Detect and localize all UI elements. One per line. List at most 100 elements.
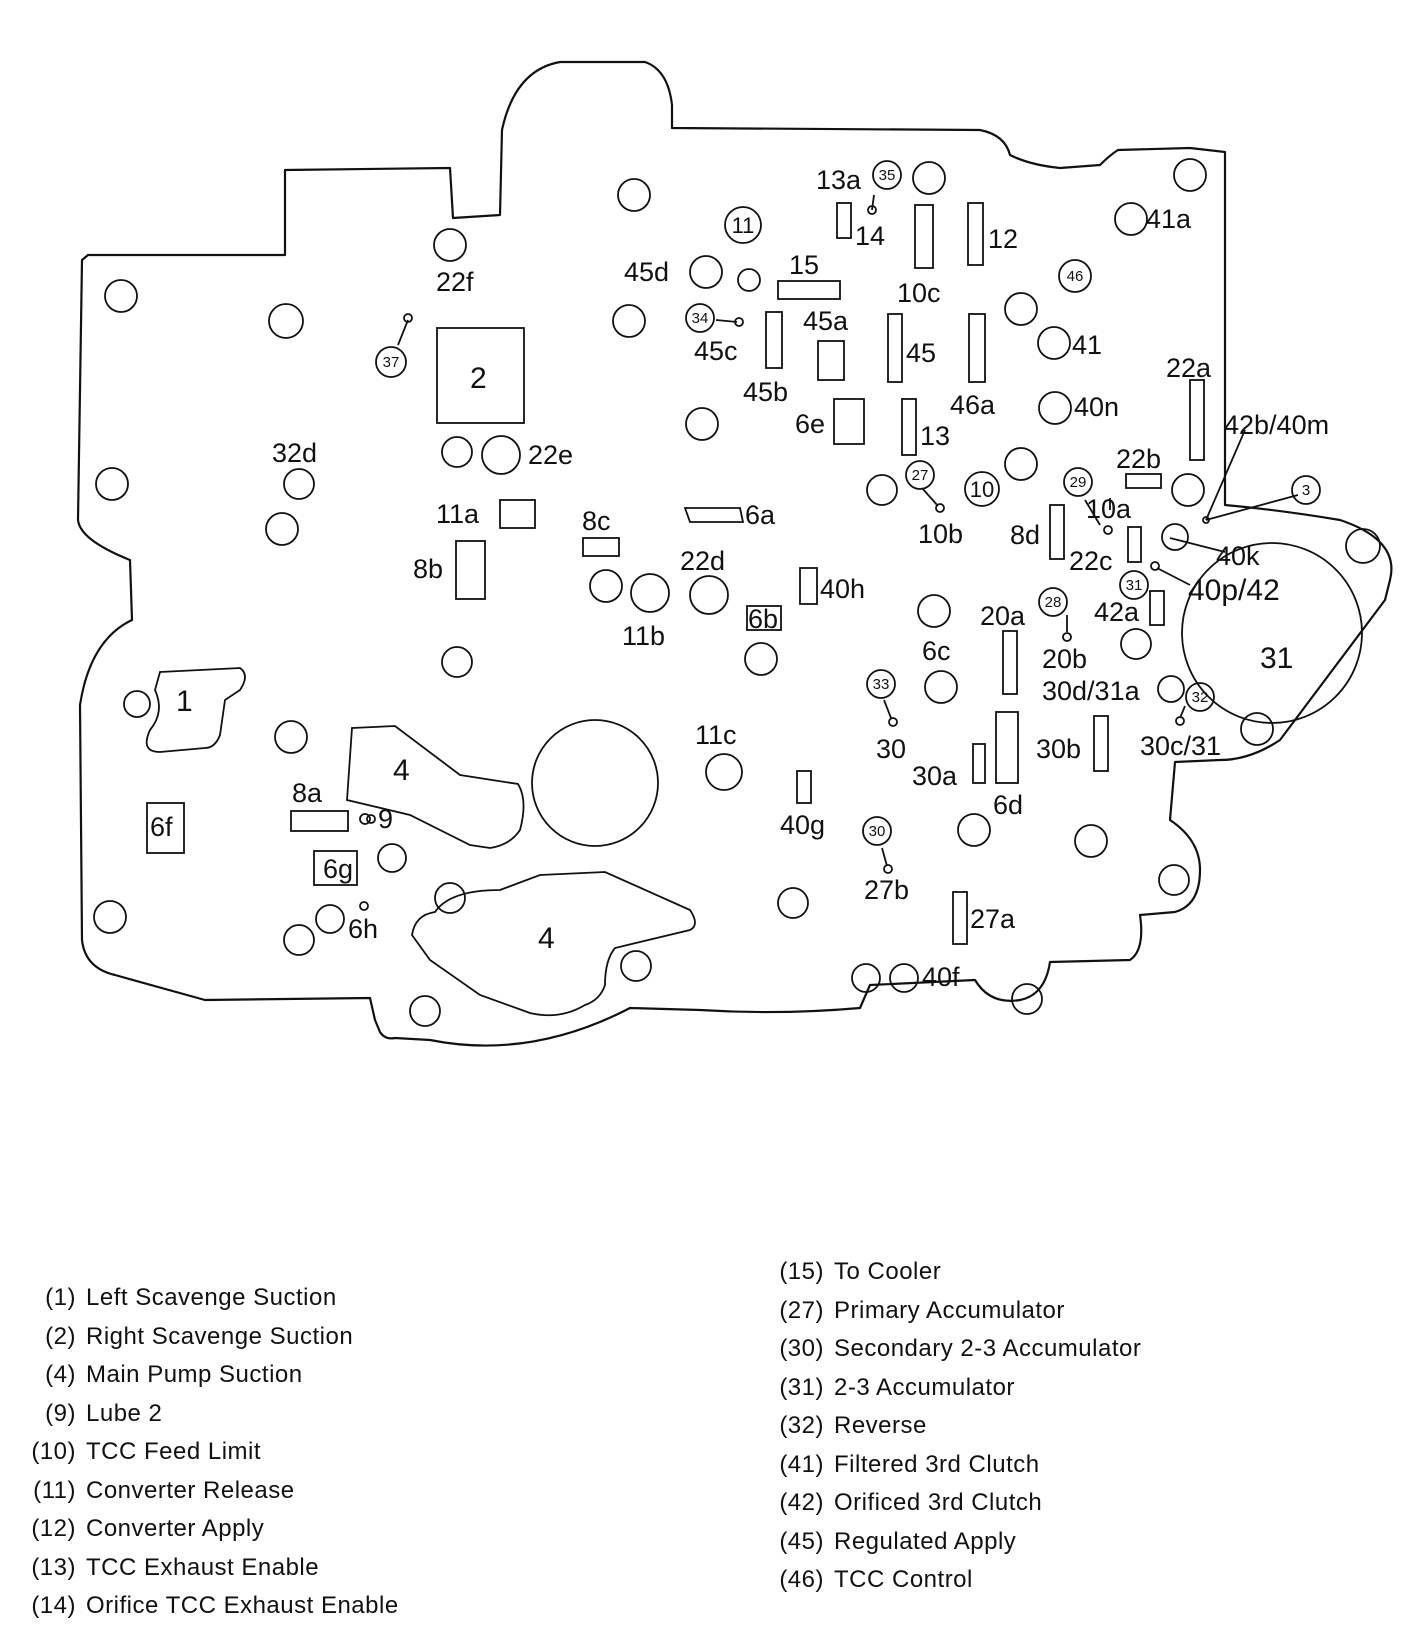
- label-6g: 6g: [323, 854, 353, 884]
- label-42a: 42a: [1094, 597, 1140, 627]
- legend-item: (9)Lube 2: [45, 1399, 163, 1427]
- callout-33: 33: [873, 676, 890, 693]
- label-40h: 40h: [820, 574, 865, 604]
- legend-right: (15)To Cooler (27)Primary Accumulator (3…: [762, 1253, 1141, 1600]
- legend-item: (45)Regulated Apply: [779, 1527, 1017, 1555]
- label-40f: 40f: [922, 962, 960, 992]
- label-1: 1: [176, 685, 193, 718]
- label-8c: 8c: [582, 506, 611, 536]
- legend-item: (31)2-3 Accumulator: [779, 1373, 1015, 1401]
- label-41: 41: [1072, 330, 1102, 360]
- callouts: 35 11 46 34 37 27 10 29 3 31 28 33 32 30: [375, 160, 1321, 846]
- label-9: 9: [378, 804, 393, 834]
- bore-31: [1181, 542, 1363, 724]
- label-6h: 6h: [348, 914, 378, 944]
- legend-item: (46)TCC Control: [779, 1566, 973, 1593]
- part-labels: 1 2 4 4 31 6f 6g 6h 8a 9 22f 32d 11a 8b …: [150, 165, 1329, 992]
- callout-34: 34: [692, 310, 709, 327]
- label-13: 13: [920, 421, 950, 451]
- legend-item: (15)To Cooler: [779, 1258, 942, 1285]
- label-40g: 40g: [780, 810, 825, 840]
- label-22a: 22a: [1166, 353, 1212, 383]
- label-8b: 8b: [413, 554, 443, 584]
- label-45c: 45c: [694, 336, 738, 366]
- label-30b: 30b: [1036, 734, 1081, 764]
- label-14: 14: [855, 221, 885, 251]
- label-6e: 6e: [795, 409, 825, 439]
- callout-37: 37: [383, 354, 400, 371]
- callout-11: 11: [732, 213, 755, 238]
- legend-item: (1)Left Scavenge Suction: [45, 1284, 337, 1311]
- legend-item: (27)Primary Accumulator: [779, 1296, 1065, 1324]
- cavity-1: [145, 667, 246, 753]
- label-6d: 6d: [993, 790, 1023, 820]
- label-15: 15: [789, 250, 819, 280]
- label-45d: 45d: [624, 257, 669, 287]
- label-46a: 46a: [950, 390, 996, 420]
- callout-28: 28: [1045, 594, 1062, 611]
- bore-center: [531, 719, 659, 847]
- label-11a: 11a: [436, 499, 480, 529]
- label-10b: 10b: [918, 519, 963, 549]
- cavity-2: [436, 327, 525, 424]
- legend-item: (42)Orificed 3rd Clutch: [779, 1489, 1043, 1516]
- label-42b-40m: 42b/40m: [1224, 410, 1329, 440]
- legend-item: (14)Orifice TCC Exhaust Enable: [31, 1592, 399, 1619]
- callout-10: 10: [970, 477, 994, 502]
- label-6a: 6a: [745, 500, 776, 530]
- label-2: 2: [470, 362, 487, 395]
- label-27b: 27b: [864, 875, 909, 905]
- label-10c: 10c: [897, 278, 941, 308]
- legend-item: (11)Converter Release: [33, 1476, 295, 1504]
- legend-item: (13)TCC Exhaust Enable: [31, 1553, 320, 1581]
- label-45b: 45b: [743, 377, 788, 407]
- label-22d: 22d: [680, 546, 725, 576]
- label-10a: 10a: [1086, 494, 1132, 524]
- label-8d: 8d: [1010, 520, 1040, 550]
- label-13a: 13a: [816, 165, 862, 195]
- label-6f: 6f: [150, 812, 173, 842]
- label-8a: 8a: [292, 778, 323, 808]
- legend-item: (32)Reverse: [779, 1412, 927, 1439]
- label-22e: 22e: [528, 440, 573, 470]
- cavity-4-lower: [411, 871, 696, 1017]
- bore-right-ring: [1345, 528, 1381, 564]
- label-20b: 20b: [1042, 644, 1087, 674]
- valve-body-diagram: 35 11 46 34 37 27 10 29 3 31 28 33 32 30…: [76, 60, 1393, 1047]
- label-4a: 4: [393, 754, 410, 787]
- label-4b: 4: [538, 922, 555, 955]
- label-11b: 11b: [622, 621, 665, 651]
- label-45a: 45a: [803, 306, 849, 336]
- label-40k: 40k: [1216, 541, 1260, 571]
- label-22c: 22c: [1069, 546, 1113, 576]
- label-12: 12: [988, 224, 1018, 254]
- callout-32: 32: [1192, 689, 1209, 706]
- label-22b: 22b: [1116, 444, 1161, 474]
- label-20a: 20a: [980, 601, 1026, 631]
- label-22f: 22f: [436, 267, 474, 297]
- callout-31: 31: [1126, 577, 1143, 594]
- callout-29: 29: [1070, 474, 1087, 491]
- callout-46: 46: [1067, 268, 1084, 285]
- callout-3: 3: [1302, 482, 1310, 499]
- legend-left: (1)Left Scavenge Suction (2)Right Scaven…: [14, 1279, 399, 1626]
- label-40n: 40n: [1074, 392, 1119, 422]
- callout-35: 35: [879, 167, 896, 184]
- leader-lines: [359, 194, 1299, 911]
- legend-item: (2)Right Scavenge Suction: [45, 1322, 354, 1350]
- slots: [146, 202, 1205, 945]
- callout-27: 27: [912, 467, 929, 484]
- label-40p-42: 40p/42: [1188, 574, 1280, 607]
- label-11c: 11c: [695, 720, 737, 750]
- label-30c-31: 30c/31: [1140, 731, 1221, 761]
- label-6b: 6b: [748, 604, 778, 634]
- label-41a: 41a: [1146, 204, 1192, 234]
- legend-item: (4)Main Pump Suction: [45, 1361, 303, 1388]
- legend-item: (10)TCC Feed Limit: [31, 1438, 262, 1465]
- label-32d: 32d: [272, 438, 317, 468]
- label-30d-31a: 30d/31a: [1042, 676, 1141, 706]
- holes: [93, 158, 1274, 1027]
- legend-item: (12)Converter Apply: [31, 1515, 265, 1542]
- gasket-outline: [76, 60, 1393, 1047]
- label-6c: 6c: [922, 636, 951, 666]
